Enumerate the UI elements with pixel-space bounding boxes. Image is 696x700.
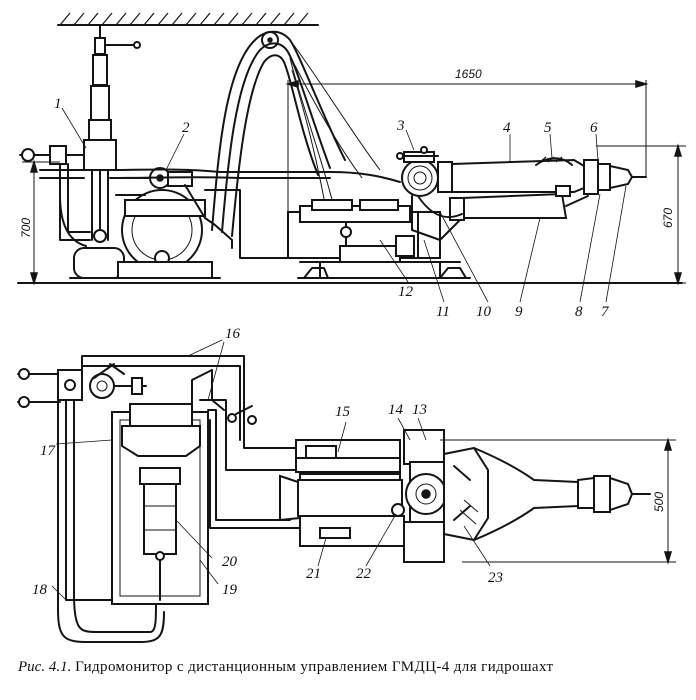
pump-motor-unit	[109, 167, 233, 279]
part-label-2: 2	[182, 120, 190, 136]
part-label-10: 10	[476, 304, 492, 320]
part-label-11: 11	[436, 304, 450, 320]
part-label-15: 15	[335, 404, 351, 420]
dimension-1650: 1650	[285, 67, 649, 230]
dimension-500: 500	[440, 437, 676, 565]
plan-view: 500 16 17 18 19 20 21 22 23 15 14 13	[17, 326, 676, 643]
ceiling-hatching	[57, 12, 319, 26]
part-label-17: 17	[40, 443, 57, 459]
part-label-7: 7	[601, 304, 610, 320]
part-label-14: 14	[388, 402, 404, 418]
part-label-21: 21	[306, 566, 321, 582]
part-label-19: 19	[222, 582, 238, 598]
part-label-5: 5	[544, 120, 552, 136]
part-label-18: 18	[32, 582, 48, 598]
part-label-16: 16	[225, 326, 241, 342]
plan-valve-block	[17, 363, 147, 408]
part-label-4: 4	[503, 120, 511, 136]
part-label-3: 3	[396, 118, 405, 134]
figure-caption: Рис. 4.1. Гидромонитор с дистанционным у…	[18, 657, 688, 677]
plan-frame	[279, 439, 405, 547]
caption-text: Гидромонитор с дистанционным управлением…	[75, 659, 554, 675]
dimension-700: 700	[19, 159, 60, 286]
part-label-12: 12	[398, 284, 414, 300]
part-label-1: 1	[54, 96, 62, 112]
side-elevation-view: 1650 700 670	[17, 12, 686, 320]
dimension-670: 670	[596, 143, 686, 286]
plan-hoses	[57, 355, 301, 643]
dim-length-text: 1650	[455, 67, 482, 81]
caption-figure-number: Рис. 4.1.	[18, 659, 72, 675]
part-label-13: 13	[412, 402, 427, 418]
part-label-6: 6	[590, 120, 598, 136]
part-label-9: 9	[515, 304, 523, 320]
central-frame-cylinders	[287, 199, 471, 279]
part-label-23: 23	[488, 570, 503, 586]
part-label-20: 20	[222, 554, 238, 570]
leader-lines-side	[61, 107, 627, 303]
plan-monitor-head	[403, 429, 651, 563]
left-valve-column	[19, 24, 141, 279]
dim-height-right-text: 670	[661, 208, 675, 228]
plan-pump-assembly	[111, 403, 209, 605]
hose-network-side	[59, 168, 401, 259]
part-label-22: 22	[356, 566, 372, 582]
leader-lines-plan	[51, 339, 491, 601]
monitor-head-side	[396, 146, 647, 241]
dim-width-text: 500	[652, 492, 666, 512]
part-label-8: 8	[575, 304, 583, 320]
dim-height-left-text: 700	[19, 218, 33, 238]
